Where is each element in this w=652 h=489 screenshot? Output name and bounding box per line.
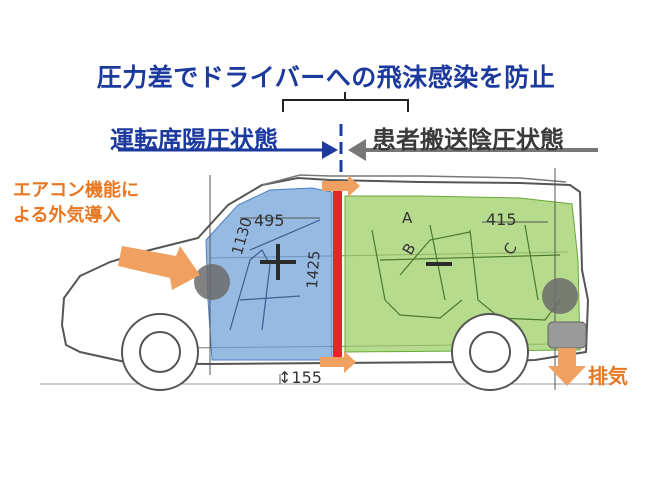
exhaust-unit — [547, 321, 587, 349]
patient-zone-fill — [344, 195, 581, 353]
airflow-arrow-top — [322, 175, 360, 197]
rear-wheel-hub — [469, 331, 511, 373]
exhaust-label: 排気 — [588, 364, 628, 388]
exhaust-arrow — [548, 348, 586, 386]
driver-zone-label: 運転席陽圧状態 — [110, 126, 278, 154]
dimension-495: 495 — [254, 211, 285, 230]
page-title: 圧力差でドライバーへの飛沫感染を防止 — [96, 63, 556, 92]
red-partition — [333, 190, 342, 362]
title-bracket — [282, 92, 409, 112]
fresh-air-intake-arrow — [118, 246, 200, 290]
airflow-arrow-bottom — [320, 351, 356, 373]
dimension-1425: 1425 — [303, 249, 324, 290]
patient-zone-label: 患者搬送陰圧状態 — [372, 126, 564, 154]
intake-port — [194, 264, 230, 300]
aircon-label-line-1: エアコン機能に — [13, 180, 139, 201]
outlet-port — [542, 278, 578, 314]
patient-zone-arrow-head — [348, 139, 366, 161]
driver-seat-sketch — [229, 219, 321, 331]
dimension-155: ↕155 — [278, 368, 322, 387]
dimension-415: 415 — [486, 210, 517, 229]
dimension-155-value: 155 — [291, 368, 322, 387]
roof-line — [261, 174, 567, 186]
positive-pressure-mark — [260, 244, 296, 280]
driver-zone-arrow-head — [322, 141, 338, 159]
seat-label-a: A — [402, 209, 413, 227]
front-wheel-hub — [139, 331, 181, 373]
aircon-intake-label: エアコン機能に よる外気導入 — [13, 178, 139, 228]
aircon-label-line-2: よる外気導入 — [13, 205, 121, 226]
